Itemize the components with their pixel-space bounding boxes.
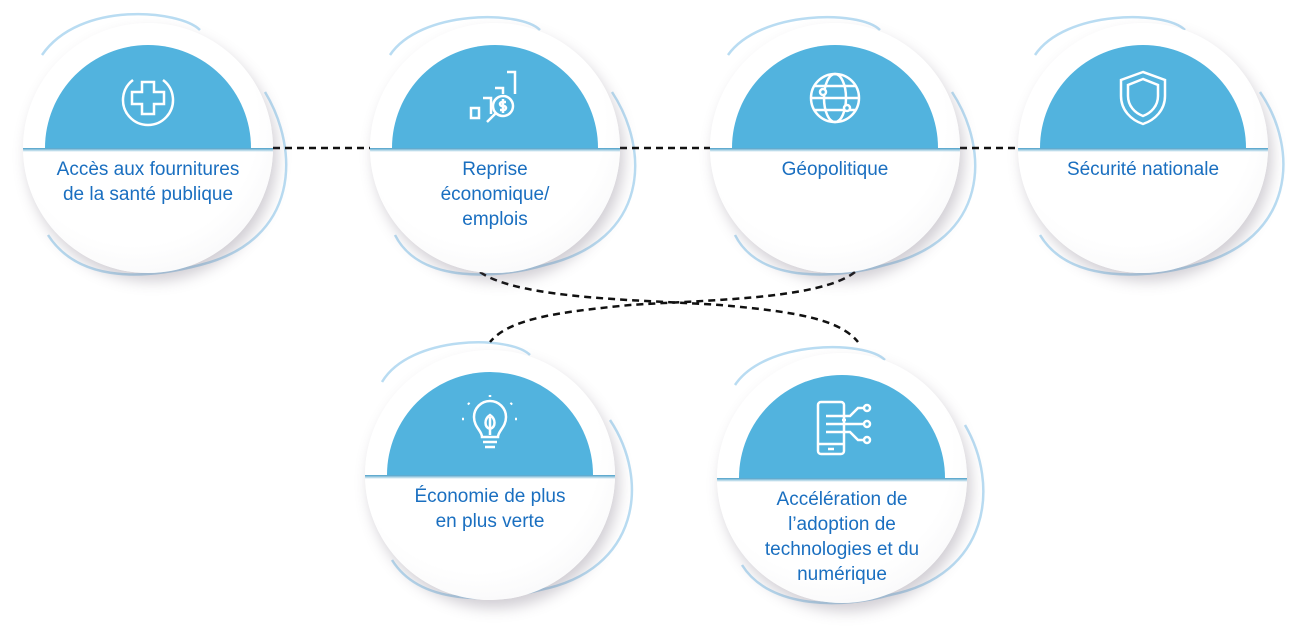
- shield-icon: [1119, 70, 1167, 126]
- node-economic-recovery: Reprise économique/ emplois: [370, 23, 620, 273]
- medical-cross-icon: [121, 79, 175, 127]
- node-national-security: Sécurité nationale: [1018, 23, 1268, 273]
- growth-chart-dollar-icon: [469, 70, 517, 123]
- node-public-health-supplies: Accès aux fournitures de la santé publiq…: [23, 23, 273, 273]
- node-label: Économie de plus en plus verte: [414, 486, 566, 532]
- node-green-economy: Économie de plus en plus verte: [365, 350, 615, 600]
- node-label: Géopolitique: [781, 159, 889, 180]
- node-label: Accès aux fournitures de la santé publiq…: [56, 159, 240, 205]
- mobile-circuit-icon: [816, 400, 872, 456]
- lightbulb-leaf-icon: [462, 395, 518, 449]
- node-digital-adoption: Accélération de l’adoption de technologi…: [717, 353, 967, 603]
- node-geopolitics: Géopolitique: [710, 23, 960, 273]
- node-label: Accélération de l’adoption de technologi…: [764, 489, 920, 585]
- node-label: Reprise économique/ emplois: [440, 159, 550, 230]
- globe-network-icon: [809, 72, 861, 124]
- dashed-links: [273, 146, 1018, 343]
- node-label: Sécurité nationale: [1066, 159, 1220, 180]
